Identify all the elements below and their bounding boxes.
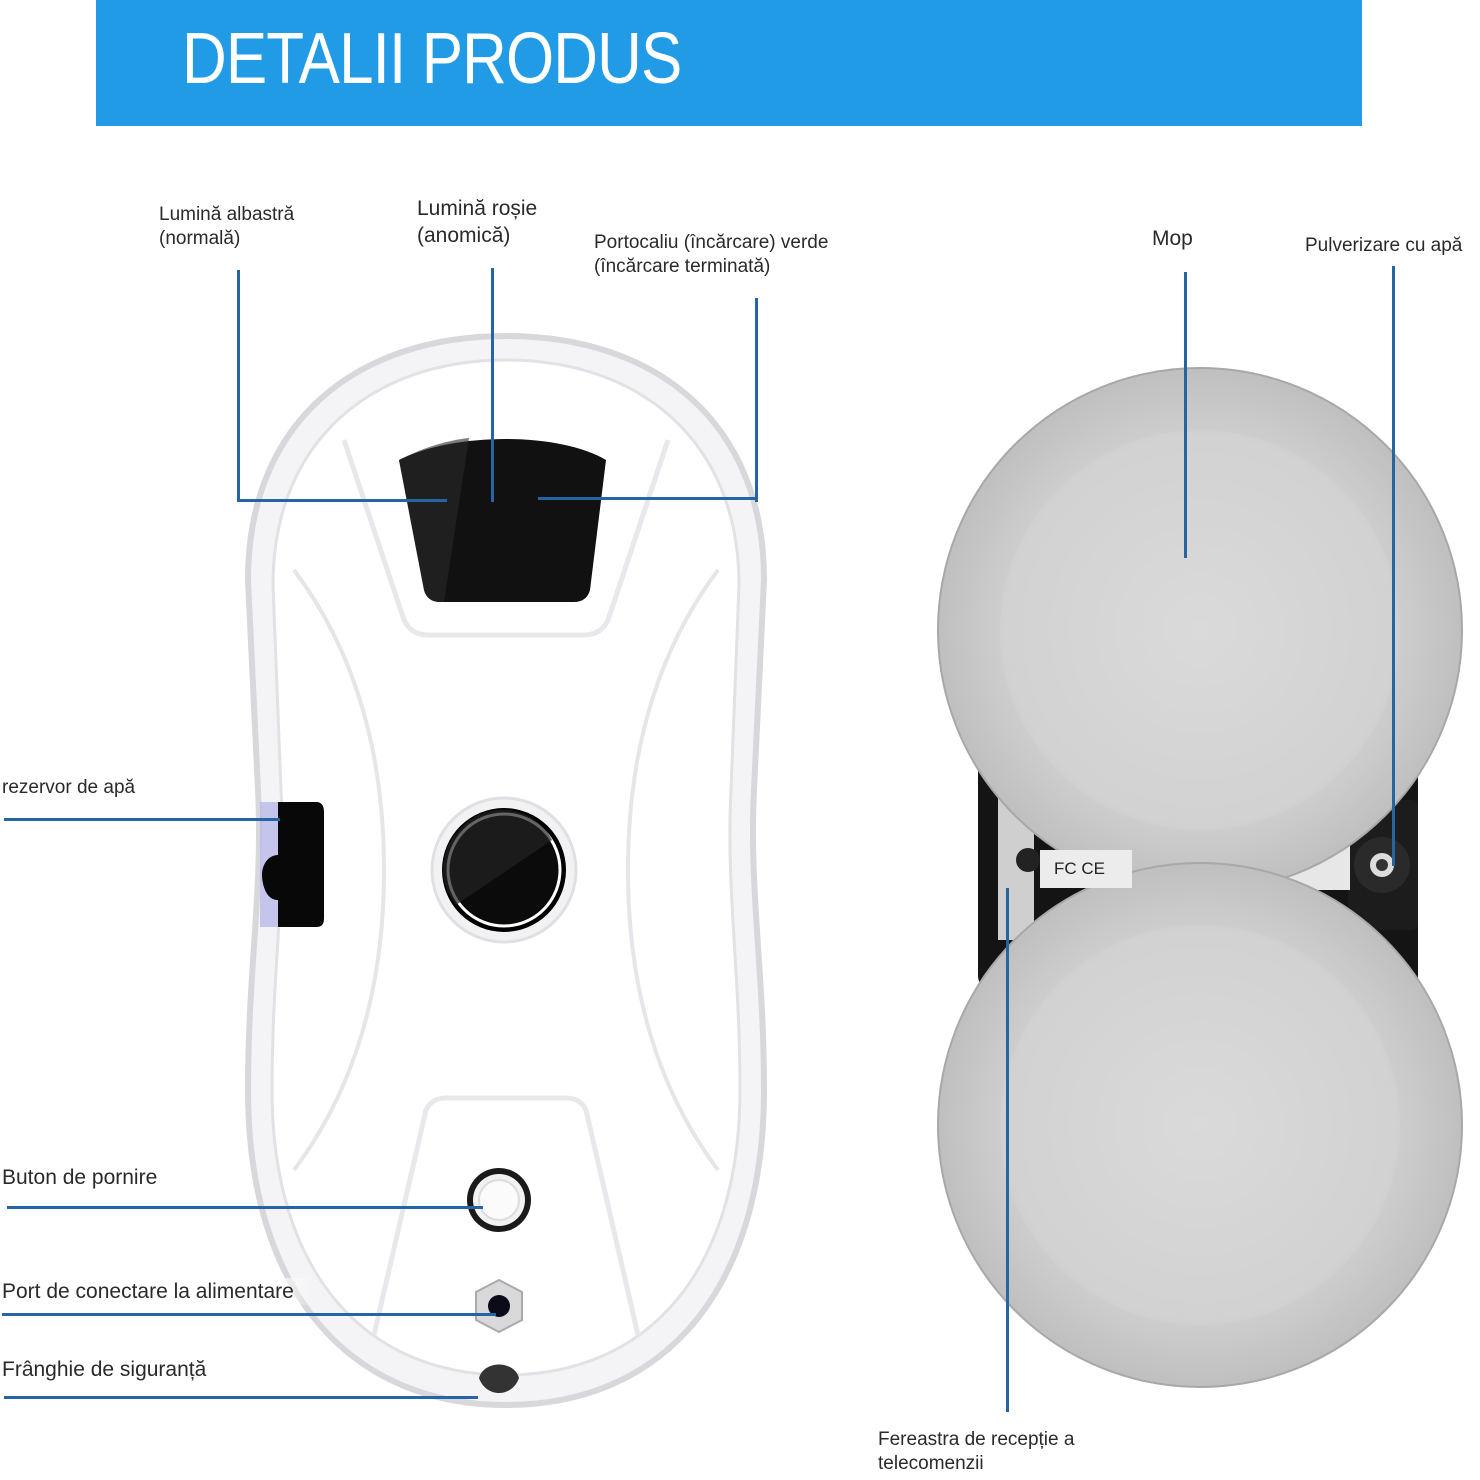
callout-line-water-spray	[1392, 266, 1395, 866]
mop-side-illustration	[930, 330, 1470, 1410]
label-mop: Mop	[1152, 227, 1193, 250]
label-power-button: Buton de pornire	[2, 1166, 158, 1189]
callout-line-orange-green-horizontal	[538, 497, 758, 500]
callout-line-remote-window	[1006, 888, 1009, 1412]
callout-line-orange-green-vertical	[755, 298, 758, 502]
callout-line-mop	[1184, 272, 1187, 558]
header-banner: DETALII PRODUS	[96, 0, 1362, 126]
label-water-tank: rezervor de apă	[2, 777, 136, 798]
label-remote-window: Fereastra de recepție a telecomenzii	[878, 1429, 1075, 1474]
label-red-light: Lumină roșie (anomică)	[417, 197, 538, 247]
callout-line-water-tank	[4, 818, 280, 821]
label-water-spray: Pulverizare cu apă	[1305, 235, 1463, 256]
callout-line-red-light	[491, 268, 494, 502]
safety-rope-hole	[479, 1364, 519, 1393]
callout-line-safety-rope	[4, 1396, 478, 1399]
power-button-shape	[478, 1179, 520, 1221]
label-safety-rope: Frânghie de siguranță	[2, 1358, 207, 1381]
certification-mark: FC CE	[1040, 850, 1132, 888]
page-title: DETALII PRODUS	[182, 19, 682, 99]
callout-line-power-port	[2, 1313, 496, 1316]
label-power-port: Port de conectare la alimentare	[2, 1278, 314, 1305]
mop-pad-bottom	[937, 862, 1463, 1388]
label-orange-green-light: Portocaliu (încărcare) verde (încărcare …	[594, 232, 829, 277]
label-blue-light: Lumină albastră (normală)	[159, 204, 295, 249]
window-robot-illustration	[234, 330, 778, 1410]
callout-line-blue-light-vertical	[237, 270, 240, 502]
water-tank-slot	[262, 802, 324, 927]
callout-line-power-button	[7, 1206, 483, 1209]
callout-line-blue-light-horizontal	[237, 499, 447, 502]
